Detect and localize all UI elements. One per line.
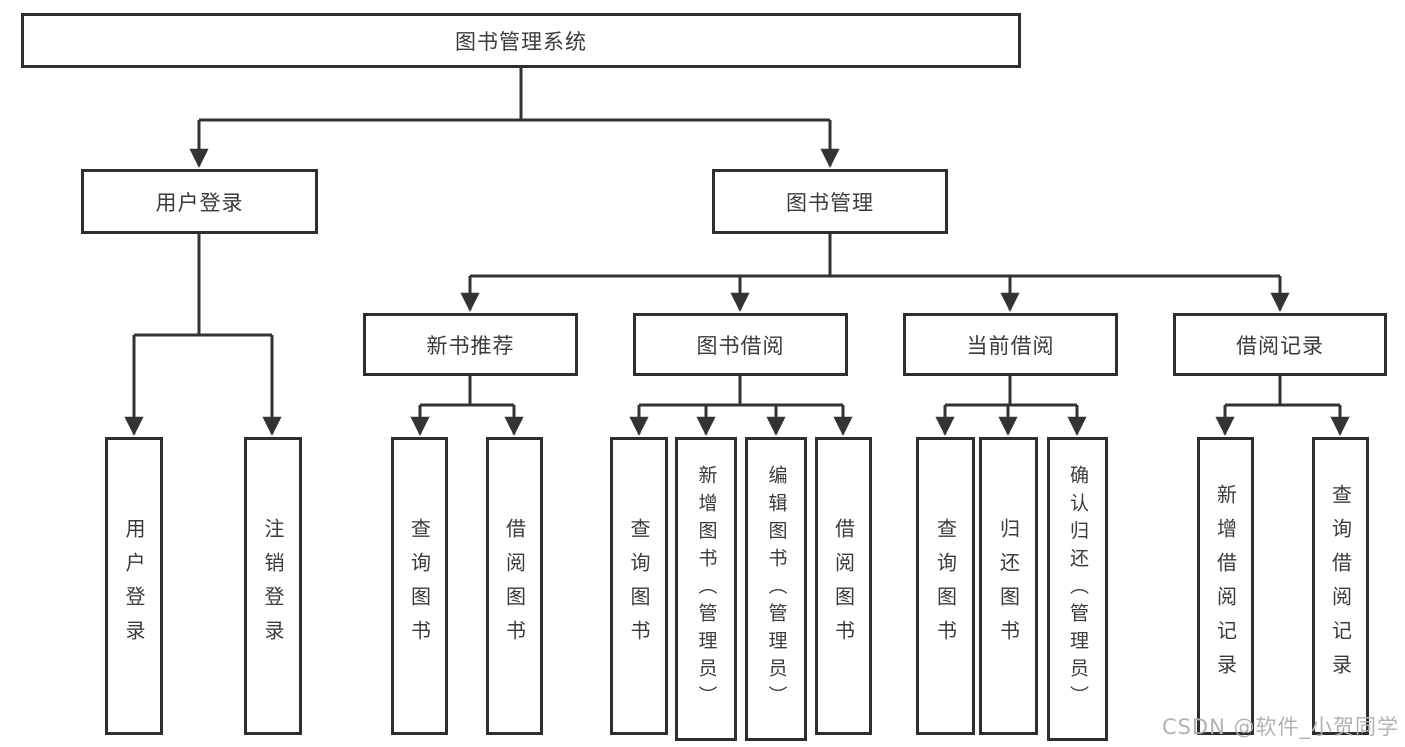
leaf-query-books-2: 查询图书 — [610, 437, 668, 735]
leaf-borrow-books-2: 借阅图书 — [815, 437, 872, 735]
leaf-query-books-2-label: 查询图书 — [627, 518, 651, 654]
leaf-query-books-3-label: 查询图书 — [933, 518, 958, 654]
node-book-management-branch: 图书管理 — [712, 169, 948, 234]
leaf-confirm-return-admin-label: 确认归还（管理员） — [1067, 465, 1089, 713]
connector-current-borrow-children — [935, 376, 1087, 436]
leaf-borrow-books-1: 借阅图书 — [486, 437, 543, 735]
node-new-book-recommend: 新书推荐 — [363, 313, 578, 376]
connector-root-to-branches — [189, 68, 840, 168]
node-user-login-branch: 用户登录 — [81, 169, 318, 234]
leaf-return-books-label: 归还图书 — [996, 518, 1021, 654]
connector-new-books-children — [410, 376, 524, 436]
leaf-user-login: 用户登录 — [105, 437, 163, 735]
leaf-user-login-label: 用户登录 — [122, 518, 146, 654]
leaf-add-books-admin-label: 新增图书（管理员） — [695, 465, 718, 713]
node-book-borrow: 图书借阅 — [633, 313, 848, 376]
leaf-query-borrow-record: 查询借阅记录 — [1312, 437, 1369, 735]
leaf-logout-label: 注销登录 — [261, 518, 285, 654]
connector-user-login-children — [124, 233, 282, 436]
leaf-borrow-books-2-label: 借阅图书 — [831, 518, 856, 654]
node-current-borrow: 当前借阅 — [903, 313, 1118, 376]
leaf-return-books: 归还图书 — [979, 437, 1038, 735]
connector-borrow-record-children — [1215, 376, 1350, 436]
leaf-add-borrow-record: 新增借阅记录 — [1197, 437, 1254, 735]
connector-book-borrow-children — [629, 376, 853, 436]
node-library-management-system: 图书管理系统 — [21, 13, 1021, 68]
leaf-logout: 注销登录 — [244, 437, 302, 735]
leaf-add-borrow-record-label: 新增借阅记录 — [1213, 484, 1238, 688]
leaf-confirm-return-admin: 确认归还（管理员） — [1047, 437, 1108, 741]
leaf-query-books-3: 查询图书 — [916, 437, 975, 735]
leaf-query-books-1: 查询图书 — [391, 437, 448, 735]
leaf-query-borrow-record-label: 查询借阅记录 — [1328, 484, 1353, 688]
connector-book-mgmt-children — [460, 233, 1290, 312]
leaf-add-books-admin: 新增图书（管理员） — [675, 437, 737, 741]
csdn-watermark: CSDN @软件_小贺同学 — [1161, 715, 1399, 739]
leaf-edit-books-admin: 编辑图书（管理员） — [745, 437, 807, 741]
leaf-query-books-1-label: 查询图书 — [407, 518, 432, 654]
leaf-edit-books-admin-label: 编辑图书（管理员） — [765, 465, 788, 713]
node-borrow-record: 借阅记录 — [1173, 313, 1387, 376]
leaf-borrow-books-1-label: 借阅图书 — [502, 518, 527, 654]
